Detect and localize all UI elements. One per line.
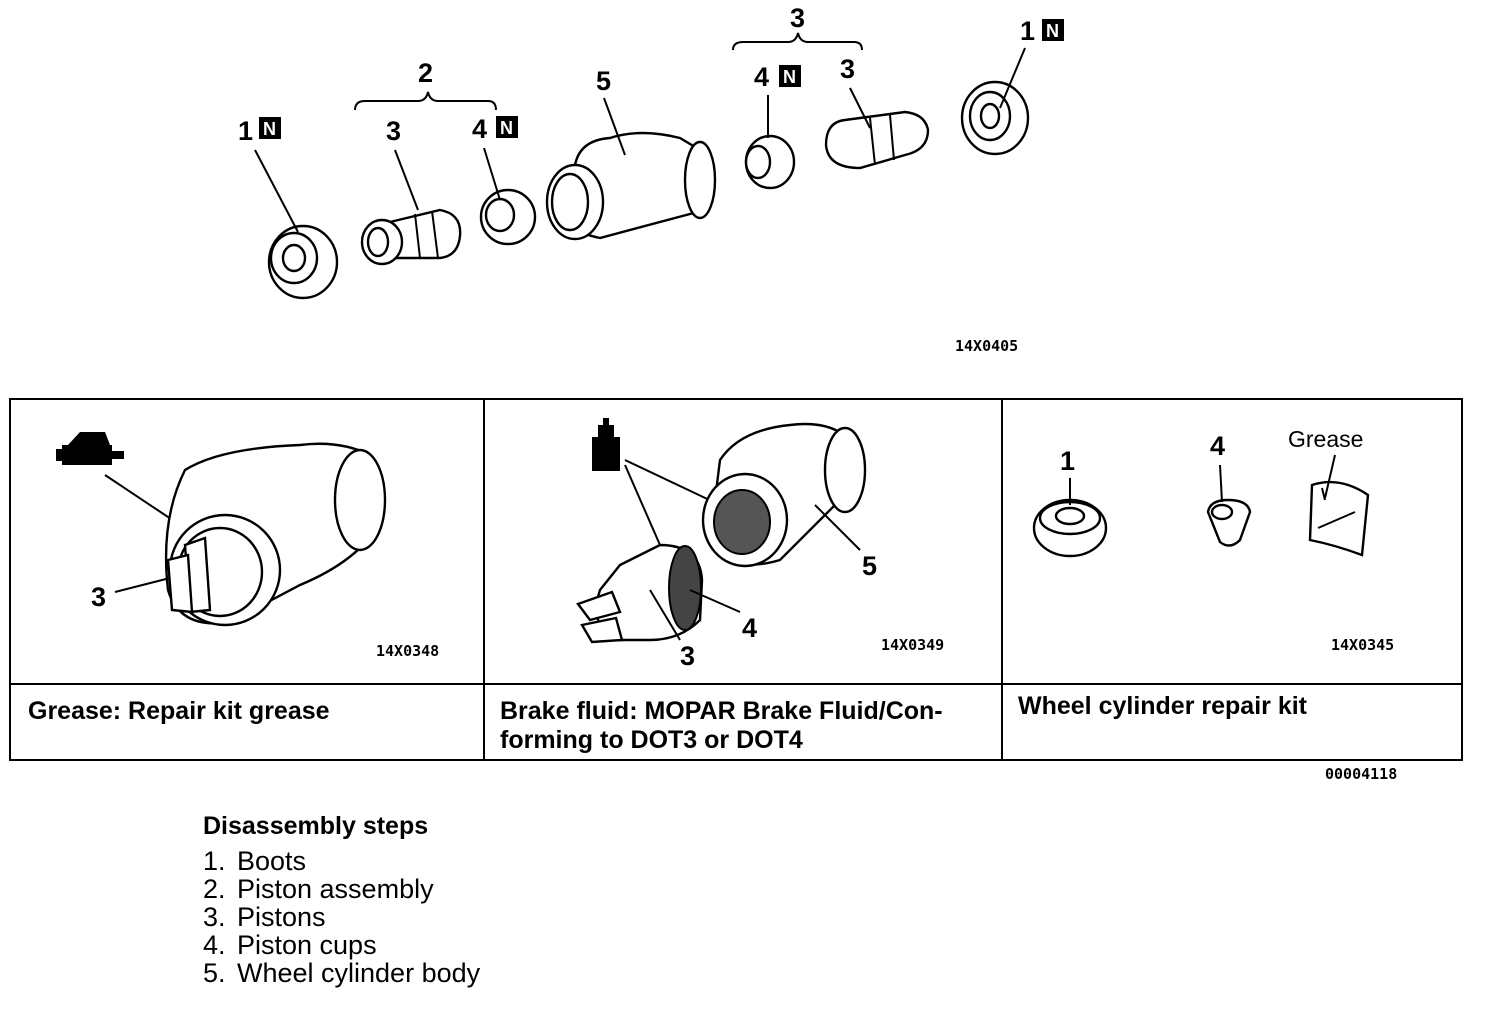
caption-brake-fluid-line1: Brake fluid: MOPAR Brake Fluid/Con- — [500, 697, 943, 725]
new-part-marker: N — [779, 65, 801, 87]
image-code-panel1: 14X0348 — [376, 642, 439, 660]
image-code-panel3: 14X0345 — [1331, 636, 1394, 654]
step-number: 5. — [203, 958, 226, 988]
cup-left-drawing — [479, 188, 537, 246]
image-code-exploded: 14X0405 — [955, 337, 1018, 355]
grease-label: Grease — [1288, 426, 1363, 452]
step-label: Wheel cylinder body — [237, 958, 481, 988]
step-label: Pistons — [237, 902, 326, 932]
cylinder-body-drawing — [545, 131, 717, 241]
caption-repair-kit: Wheel cylinder repair kit — [1018, 692, 1307, 720]
callout-panel1-piston: 3 — [91, 582, 106, 612]
bracket-piston-assembly — [354, 91, 497, 111]
steps-list: 1. Boots 2. Piston assembly 3. Pistons 4. Pi… — [203, 847, 480, 987]
grease-tube-icon — [56, 432, 124, 465]
step-item: 4. Piston cups — [203, 931, 480, 959]
panel-repair-kit-drawing — [1032, 454, 1370, 558]
caption-grease: Grease: Repair kit grease — [28, 697, 330, 725]
grease-packet-drawing — [1308, 480, 1370, 557]
callout-panel3-boot: 1 — [1060, 446, 1075, 476]
leader-cup-left — [483, 147, 501, 201]
disassembly-steps: Disassembly steps 1. Boots 2. Piston assem… — [203, 812, 480, 987]
new-part-marker: N — [496, 116, 518, 138]
callout-boot-right: 1 — [1020, 16, 1035, 46]
callout-cup-left: 4 — [472, 114, 487, 144]
new-part-marker: N — [259, 117, 281, 139]
new-part-marker: N — [1042, 19, 1064, 41]
bracket-piston-group-right — [732, 32, 863, 51]
step-number: 3. — [203, 902, 226, 932]
callout-body: 5 — [596, 66, 611, 96]
boot-kit-drawing — [1032, 498, 1108, 558]
leader-boot-right — [999, 47, 1026, 109]
svg-text:N: N — [500, 118, 513, 138]
step-item: 3. Pistons — [203, 903, 480, 931]
callout-panel2-piston: 3 — [680, 641, 695, 671]
svg-text:N: N — [1046, 21, 1059, 41]
table-code: 00004118 — [1325, 765, 1397, 783]
callout-cup-right: 4 — [754, 62, 769, 92]
leader-boot-left — [254, 149, 299, 233]
brake-fluid-bottle-icon — [592, 418, 620, 471]
cup-right-drawing — [744, 134, 796, 190]
step-label: Piston assembly — [237, 874, 434, 904]
svg-text:N: N — [263, 119, 276, 139]
callout-panel3-cup: 4 — [1210, 431, 1225, 461]
callout-panel2-cup: 4 — [742, 613, 757, 643]
step-item: 1. Boots — [203, 847, 480, 875]
callout-boot-left: 1 — [238, 116, 253, 146]
callout-panel2-body: 5 — [862, 551, 877, 581]
steps-heading: Disassembly steps — [203, 812, 429, 840]
boot-left-drawing — [267, 224, 339, 300]
cup-kit-drawing — [1206, 498, 1252, 547]
boot-right-drawing — [960, 80, 1030, 156]
leader-body — [603, 97, 626, 156]
step-number: 4. — [203, 930, 226, 960]
info-table — [9, 398, 1463, 761]
leader-piston-right — [849, 87, 871, 129]
callout-piston-right: 3 — [840, 54, 855, 84]
step-item: 5. Wheel cylinder body — [203, 959, 480, 987]
exploded-view: 1 N 2 3 4 N — [238, 3, 1064, 355]
caption-brake-fluid-line2: forming to DOT3 or DOT4 — [500, 726, 803, 754]
piston-left-drawing — [360, 208, 462, 266]
step-number: 1. — [203, 846, 226, 876]
callout-group-right: 3 — [790, 3, 805, 33]
leader-piston-left — [394, 149, 419, 211]
caption-brake-fluid: Brake fluid: MOPAR Brake Fluid/Con- form… — [500, 697, 943, 755]
panel-grease-drawing — [56, 432, 387, 627]
step-item: 2. Piston assembly — [203, 875, 480, 903]
step-label: Boots — [237, 846, 307, 876]
step-number: 2. — [203, 874, 226, 904]
svg-text:N: N — [783, 67, 796, 87]
piston-right-drawing — [824, 110, 930, 170]
step-label: Piston cups — [237, 930, 377, 960]
image-code-panel2: 14X0349 — [881, 636, 944, 654]
callout-piston-assembly: 2 — [418, 58, 433, 88]
callout-piston-left: 3 — [386, 116, 401, 146]
panel-brake-fluid-drawing — [576, 418, 867, 644]
